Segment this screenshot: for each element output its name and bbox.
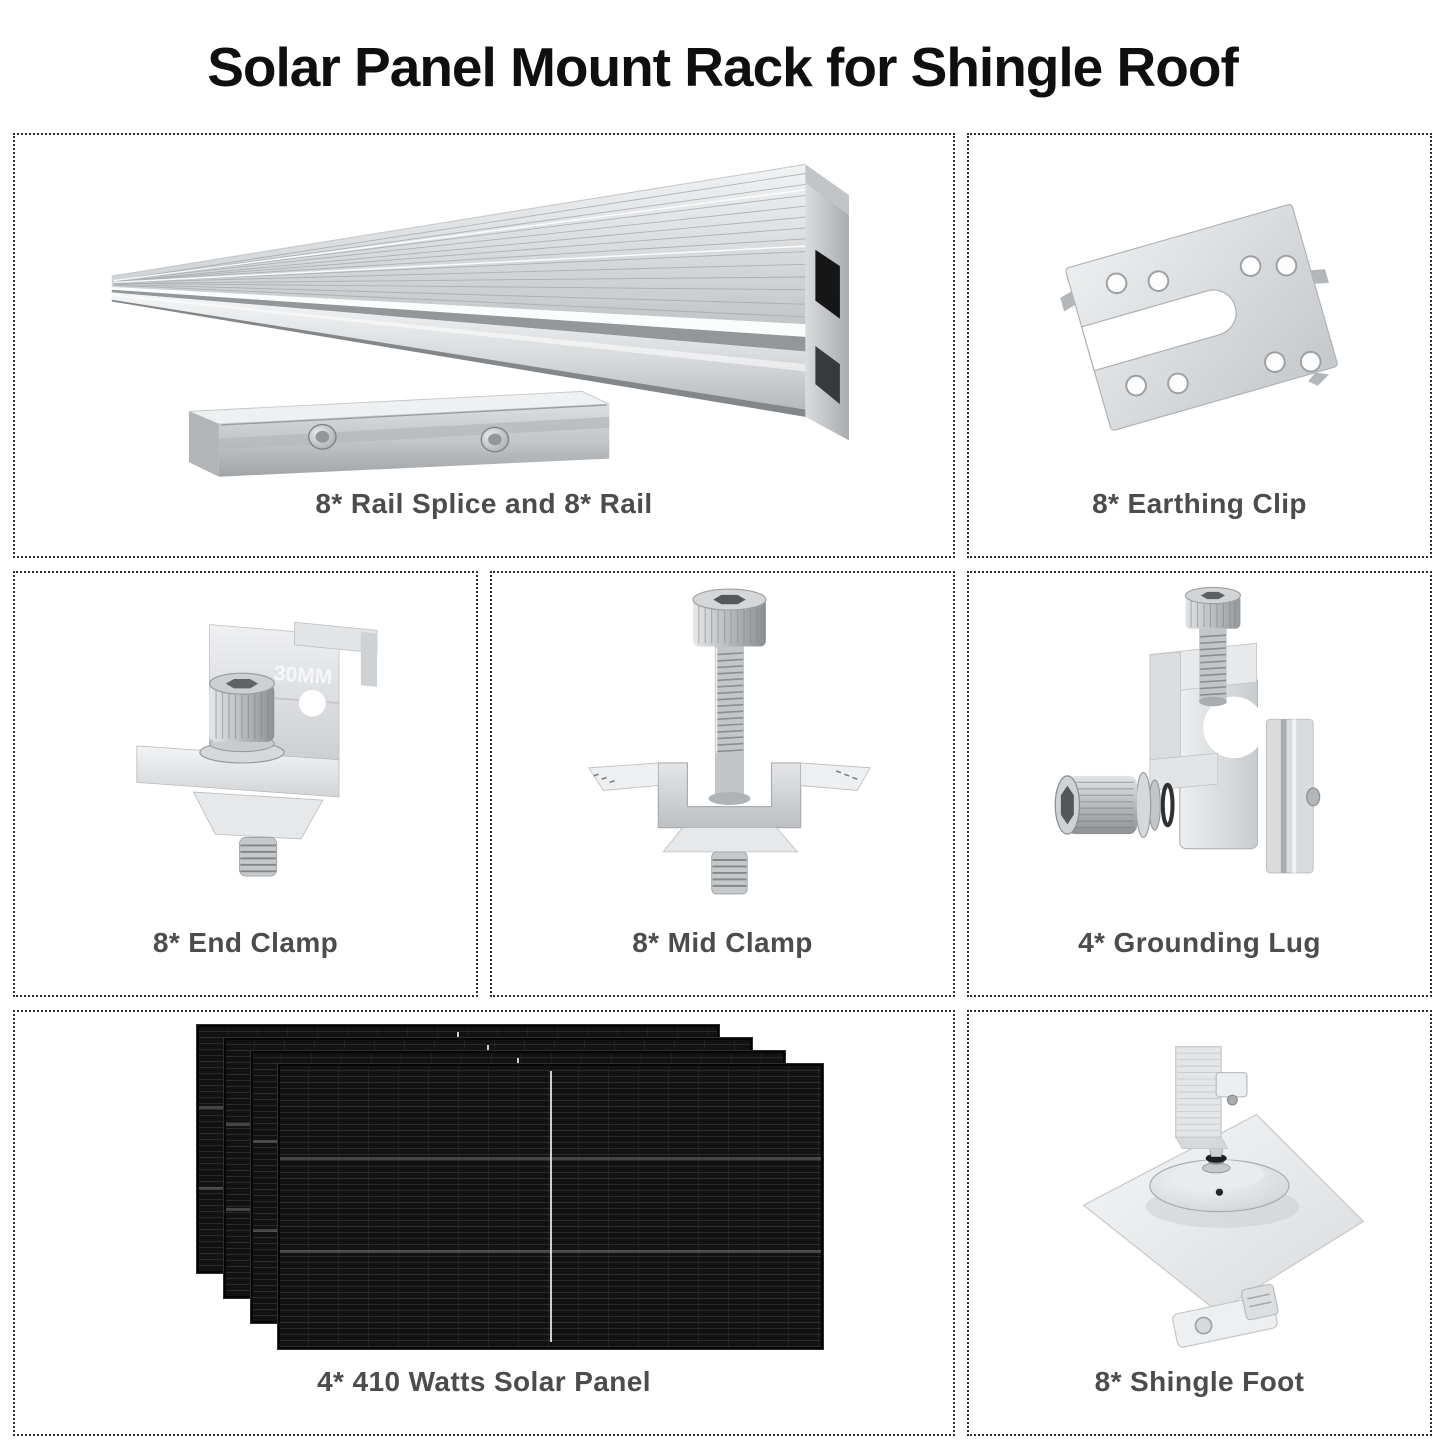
- mid-clamp-stud: [710, 851, 748, 895]
- panel-end-clamp: 30MM: [13, 571, 478, 997]
- panel-earthing-clip: 8* Earthing Clip: [967, 133, 1432, 558]
- earthing-clip-label: 8* Earthing Clip: [1092, 488, 1307, 519]
- panel-shingle-foot: 8* Shingle Foot: [967, 1010, 1432, 1436]
- grounding-lug-side-bolt: [1054, 772, 1175, 838]
- solar-panel-image: [15, 1012, 953, 1366]
- grounding-lug-top-bolt: [1184, 586, 1241, 707]
- shingle-foot-base-bracket: [1171, 1283, 1279, 1348]
- product-grid: 8* Rail Splice and 8* Rail: [13, 133, 1445, 1436]
- solar-panel-front: [277, 1063, 824, 1350]
- grounding-lug-image: [969, 573, 1430, 927]
- rail-illustration: [111, 163, 849, 477]
- end-clamp-marking: 30MM: [273, 662, 333, 689]
- panel-grounding-lug: 4* Grounding Lug: [967, 571, 1432, 997]
- panel-rail: 8* Rail Splice and 8* Rail: [13, 133, 955, 558]
- shingle-foot-label: 8* Shingle Foot: [1094, 1366, 1305, 1397]
- end-clamp-label: 8* End Clamp: [152, 927, 339, 958]
- splice-stud: [308, 423, 510, 453]
- shingle-foot-bracket: [1174, 1046, 1248, 1149]
- page-title: Solar Panel Mount Rack for Shingle Roof: [207, 35, 1239, 98]
- mid-clamp-image: [492, 573, 953, 927]
- grounding-lug-illustration: [1054, 586, 1320, 874]
- mid-clamp-label: 8* Mid Clamp: [632, 927, 813, 958]
- grounding-lug-label: 4* Grounding Lug: [1078, 927, 1321, 958]
- end-clamp-illustration: 30MM: [135, 621, 377, 877]
- earthing-clip-image: [969, 135, 1430, 488]
- panel-solar: 4* 410 Watts Solar Panel: [13, 1010, 955, 1436]
- solar-panel-stack: [196, 1024, 824, 1354]
- earthing-clip-illustration: [1060, 203, 1338, 431]
- panel-mid-clamp: 8* Mid Clamp: [490, 571, 955, 997]
- end-clamp-image: 30MM: [15, 573, 476, 927]
- solar-panel-label: 4* 410 Watts Solar Panel: [317, 1366, 651, 1397]
- clip-holes: [1105, 254, 1322, 396]
- end-clamp-stud: [238, 836, 277, 877]
- shingle-foot-image: [969, 1012, 1430, 1366]
- shingle-foot-illustration: [1081, 1046, 1364, 1348]
- rail-image: [15, 135, 953, 488]
- rail-label: 8* Rail Splice and 8* Rail: [315, 488, 653, 519]
- mid-clamp-illustration: [587, 588, 871, 895]
- mid-clamp-bolt-head: [691, 588, 766, 647]
- end-clamp-bolt: [198, 672, 285, 764]
